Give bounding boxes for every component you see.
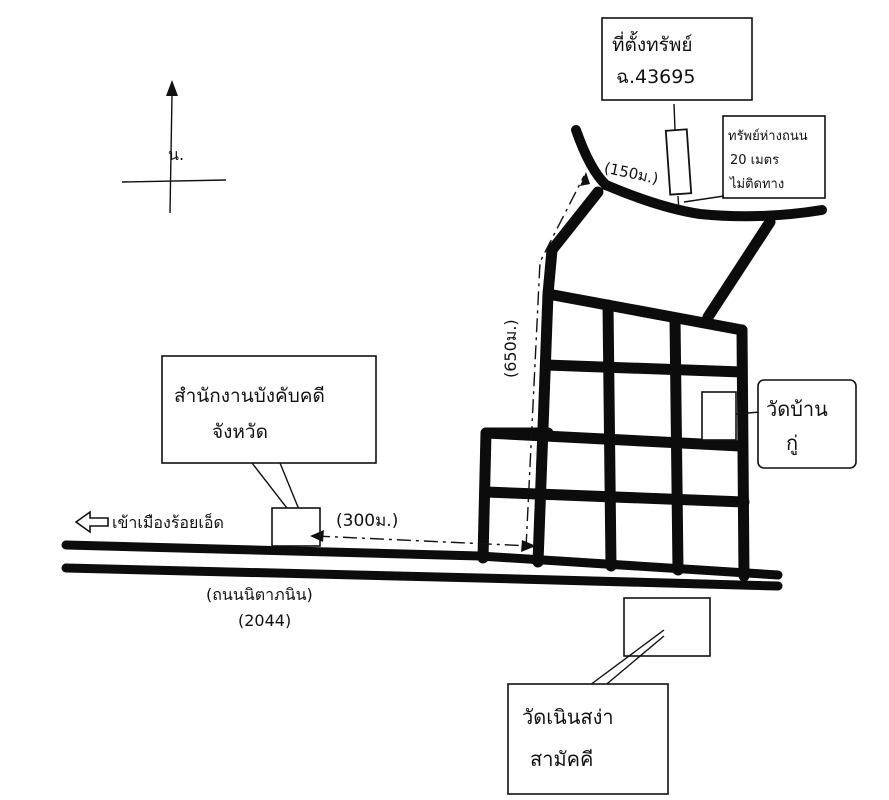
property-deed-number: ฉ.43695 bbox=[616, 66, 695, 88]
main-road-2044 bbox=[61, 540, 783, 591]
property-title: ที่ตั้งทรัพย์ bbox=[612, 31, 693, 56]
grid-row-2 bbox=[540, 359, 748, 378]
access-note-line1: ทรัพย์ห่างถนน bbox=[728, 128, 808, 144]
access-note-box bbox=[722, 115, 826, 199]
access-note-pointer bbox=[683, 195, 725, 203]
distance-150m-line bbox=[599, 187, 677, 209]
compass-horizontal-line bbox=[121, 179, 227, 183]
distance-650m-label: (650ม.) bbox=[501, 319, 520, 378]
temple-north-line2: กู่ bbox=[786, 431, 798, 456]
road-number-label: (2044) bbox=[238, 611, 291, 630]
office-pointer-left bbox=[251, 462, 291, 513]
distance-650m-arrow-icon bbox=[580, 172, 590, 186]
grid-row-1 bbox=[542, 288, 748, 336]
access-note-line3: ไม่ติดทาง bbox=[729, 176, 784, 192]
office-pointer-right bbox=[279, 462, 301, 513]
temple-south-line2: สามัคคี bbox=[530, 747, 593, 771]
temple-south-line1: วัดเนินสง่า bbox=[522, 705, 614, 729]
distance-300m-label: (300ม.) bbox=[336, 511, 398, 531]
property-callout: ที่ตั้งทรัพย์ ฉ.43695 bbox=[601, 17, 753, 101]
temple-north-pointer bbox=[735, 411, 761, 415]
access-note-line2: 20 เมตร bbox=[730, 153, 779, 168]
distance-300m-arrow-left-icon bbox=[310, 530, 324, 542]
main-road-lower-line bbox=[61, 563, 783, 591]
office-callout-box bbox=[161, 355, 377, 464]
distance-300m: (300ม.) bbox=[310, 511, 536, 552]
temple-north-line1: วัดบ้าน bbox=[766, 397, 828, 421]
office-line2: จังหวัด bbox=[212, 421, 268, 443]
temple-south-marker: วัดเนินสง่า สามัคคี bbox=[507, 597, 711, 795]
property-access-line bbox=[677, 195, 680, 213]
temple-north-box bbox=[757, 379, 857, 469]
property-marker bbox=[664, 103, 693, 213]
temple-north-plot bbox=[701, 391, 737, 441]
office-plot bbox=[271, 507, 321, 547]
grid-col-1-main-road bbox=[532, 186, 604, 568]
north-label: น. bbox=[168, 145, 184, 164]
to-city-direction: เข้าเมืองร้อยเอ็ด bbox=[74, 510, 224, 534]
arrow-left-icon bbox=[74, 510, 109, 534]
north-arrow-icon bbox=[166, 80, 178, 96]
road-name-label: (ถนนนิตาภนิน) bbox=[206, 585, 313, 604]
office-line1: สำนักงานบังคับคดี bbox=[174, 385, 325, 407]
office-marker: สำนักงานบังคับคดี จังหวัด bbox=[161, 355, 377, 547]
road-name: (ถนนนิตาภนิน) (2044) bbox=[206, 585, 313, 630]
to-city-label: เข้าเมืองร้อยเอ็ด bbox=[112, 512, 224, 532]
access-note: ทรัพย์ห่างถนน 20 เมตร ไม่ติดทาง bbox=[683, 115, 826, 203]
distance-300m-line bbox=[315, 535, 533, 547]
grid-col-2 bbox=[602, 299, 617, 572]
north-road bbox=[571, 125, 827, 222]
property-plot bbox=[664, 128, 693, 196]
temple-south-pointer-b bbox=[601, 635, 665, 689]
temple-north-marker: วัดบ้าน กู่ bbox=[701, 379, 857, 469]
distance-300m-arrow-right-icon bbox=[521, 540, 536, 552]
compass-vertical-line bbox=[169, 94, 173, 214]
property-callout-box bbox=[601, 17, 753, 101]
distance-650m: (650ม.) bbox=[501, 172, 590, 549]
village-grid bbox=[477, 186, 776, 582]
compass: น. bbox=[121, 80, 227, 214]
property-callout-line bbox=[673, 103, 676, 131]
temple-south-pointer-a bbox=[585, 629, 665, 689]
ne-branch-road bbox=[702, 216, 776, 323]
temple-south-box bbox=[507, 683, 669, 795]
temple-south-plot bbox=[623, 597, 711, 657]
grid-col-4 bbox=[736, 324, 750, 582]
grid-col-3 bbox=[669, 312, 684, 576]
